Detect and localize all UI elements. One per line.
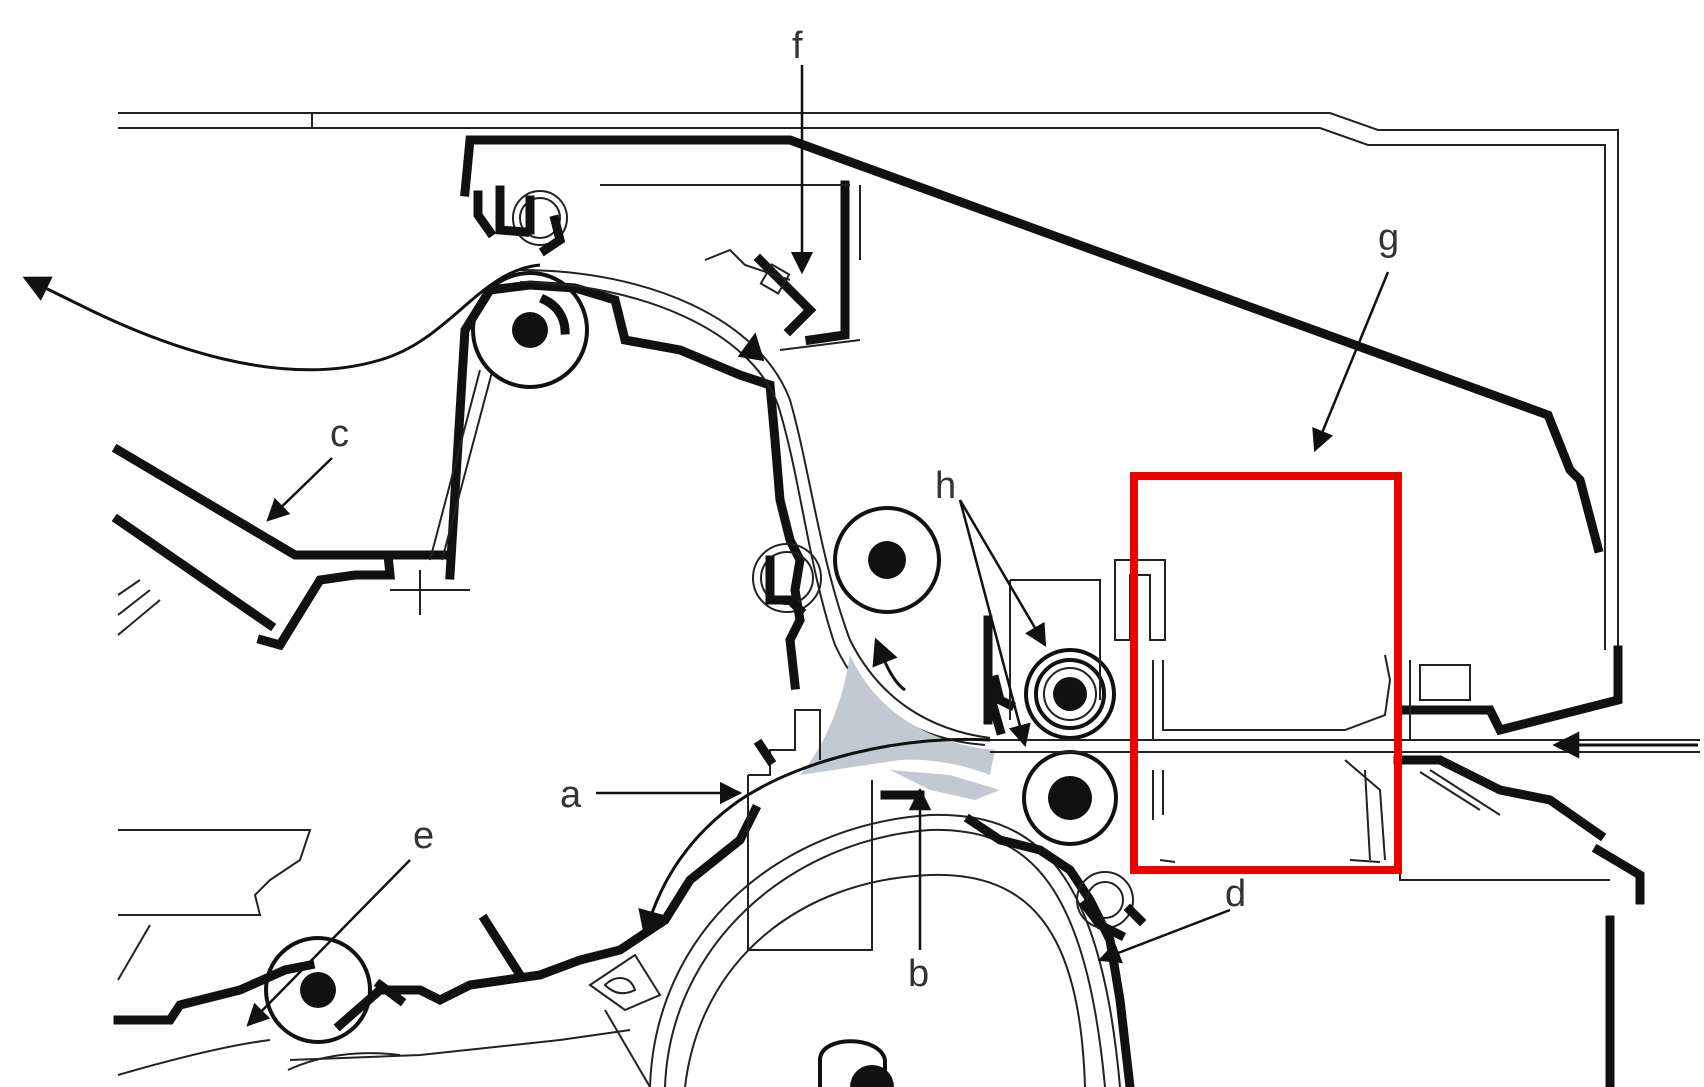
exit-sensor-actuator [600,180,861,351]
exit-roller [471,185,589,389]
feed-roller [264,936,401,1071]
label-f: f [792,25,803,67]
top-cover-outline [118,112,1619,650]
label-c: c [330,413,349,455]
duplex-guide-internals [1152,654,1392,863]
upper-paper-guide [383,280,805,690]
shaded-guide-region [800,655,1000,800]
label-b: b [908,953,929,995]
exit-tray [111,443,395,651]
paper-path-arrows [22,263,1698,938]
leader-lines [246,65,1390,1027]
fuser-assembly [983,559,1166,846]
label-h: h [935,465,956,507]
upper-frame [460,135,1645,1087]
cleaner-area [588,953,894,1087]
horizontal-paper-path [990,739,1700,753]
lower-paper-guide [113,803,762,1076]
label-a: a [560,774,582,816]
label-g: g [1378,217,1399,259]
middle-roller [752,506,941,617]
highlight-box-g [1130,472,1402,874]
photoconductor-drum [649,813,1147,1087]
label-d: d [1225,873,1246,915]
right-guide-structure [1393,660,1610,881]
label-e: e [413,815,434,857]
